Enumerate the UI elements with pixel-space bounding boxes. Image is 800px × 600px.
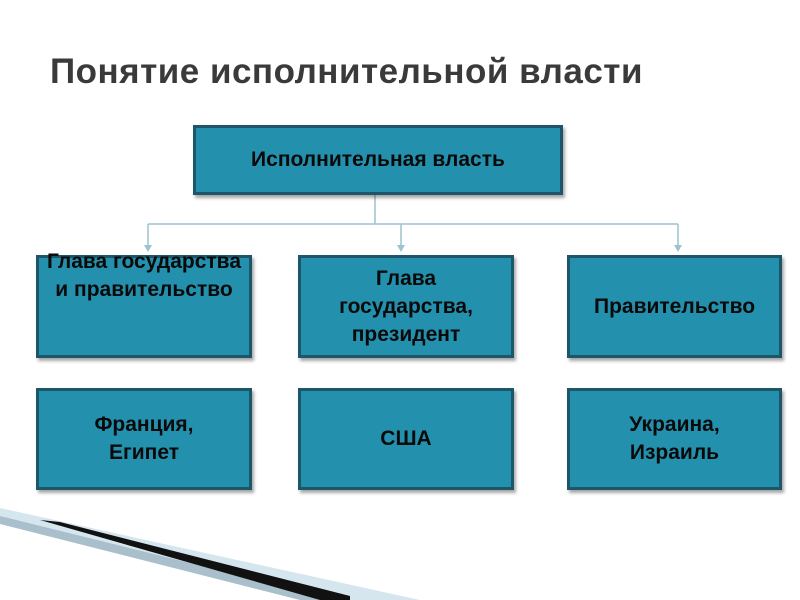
- root-node-label: Исполнительная власть: [251, 148, 505, 171]
- slide-title: Понятие исполнительной власти: [50, 52, 643, 91]
- stripe-dark: [40, 520, 350, 600]
- branch-node-1-label: Глава государства и правительство: [47, 250, 241, 301]
- connector-arrow-3: [674, 245, 682, 252]
- example-node-2: США: [298, 388, 514, 490]
- root-node: Исполнительная власть: [193, 125, 563, 195]
- branch-node-2-label: Глава государства, президент: [339, 266, 473, 346]
- branch-node-2: Глава государства, президент: [298, 255, 514, 358]
- connector-arrow-1: [144, 245, 152, 252]
- example-node-3-label: Украина, Израиль: [629, 413, 720, 464]
- branch-node-1: Глава государства и правительство: [36, 250, 252, 358]
- example-node-1: Франция, Египет: [36, 388, 252, 490]
- example-node-3: Украина, Израиль: [567, 388, 782, 490]
- branch-node-3: Правительство: [567, 255, 782, 358]
- example-node-1-label: Франция, Египет: [94, 413, 194, 464]
- branch-node-3-label: Правительство: [593, 294, 756, 318]
- example-node-2-label: США: [380, 427, 432, 450]
- stripe-light: [0, 508, 420, 600]
- connector-arrow-2: [397, 245, 405, 252]
